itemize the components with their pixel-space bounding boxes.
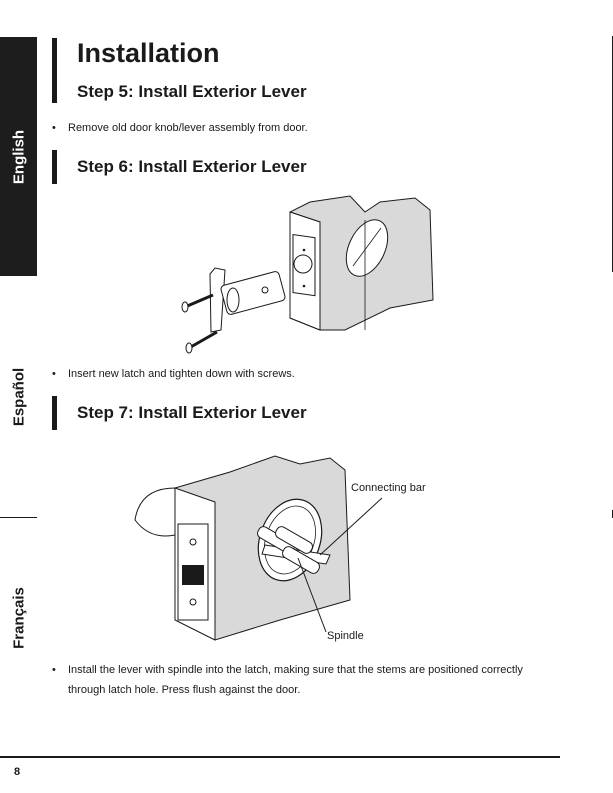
language-tab-english[interactable]: English <box>0 37 37 276</box>
step-5-heading: Step 5: Install Exterior Lever <box>77 82 307 101</box>
bullet-dot: • <box>52 122 56 134</box>
connecting-bar-label: Connecting bar <box>351 482 426 494</box>
language-tab-english-label: English <box>10 129 27 184</box>
step-6-latch-illustration <box>181 195 434 354</box>
step-6-accent-bar <box>52 150 57 184</box>
language-tab-francais[interactable]: Français <box>0 517 37 718</box>
language-tab-francais-label: Français <box>10 587 27 649</box>
page-title: Installation <box>77 38 220 68</box>
step-7-lever-illustration <box>134 455 383 641</box>
footer-rule <box>0 756 560 758</box>
page-number: 8 <box>14 766 21 778</box>
step-5-text: Remove old door knob/lever assembly from… <box>68 122 308 134</box>
step-7-bullet: • Install the lever with spindle into th… <box>52 660 562 700</box>
step-6-bullet: • Insert new latch and tighten down with… <box>52 364 562 384</box>
title-accent-bar <box>52 38 57 103</box>
step-7-accent-bar <box>52 396 57 430</box>
spindle-label: Spindle <box>327 630 364 642</box>
step-6-text: Insert new latch and tighten down with s… <box>68 368 295 380</box>
language-tab-espanol[interactable]: Español <box>0 276 37 517</box>
bullet-dot: • <box>52 368 56 380</box>
step-7-text: Install the lever with spindle into the … <box>68 664 523 696</box>
step-7-heading: Step 7: Install Exterior Lever <box>77 403 307 422</box>
bullet-dot: • <box>52 664 56 676</box>
step-6-heading: Step 6: Install Exterior Lever <box>77 157 307 176</box>
language-tab-espanol-label: Español <box>10 367 27 426</box>
step-5-bullet: • Remove old door knob/lever assembly fr… <box>52 118 562 138</box>
